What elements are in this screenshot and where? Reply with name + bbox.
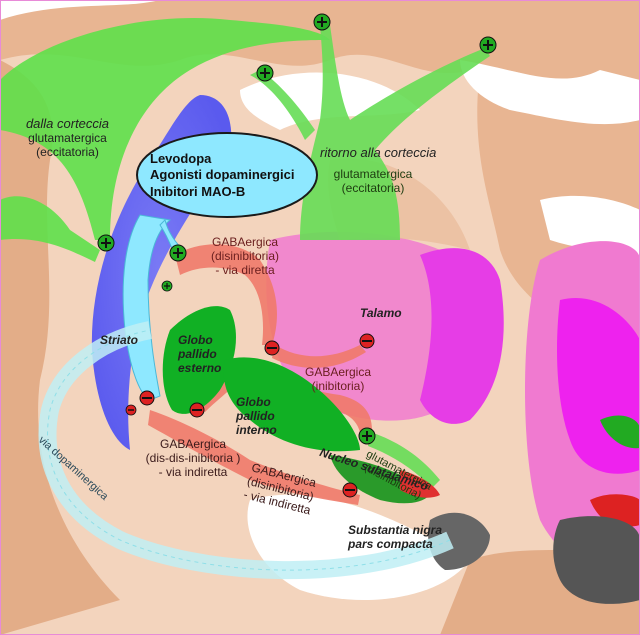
drug-mao-b: Inibitori MAO-B xyxy=(150,183,246,199)
drug-arrow-shaft xyxy=(122,214,172,401)
globus-external-line2: pallido xyxy=(178,346,217,361)
gaba-direct-line3: - via diretta xyxy=(215,262,275,277)
from-cortex-effect: (eccitatoria) xyxy=(36,144,99,159)
drug-callout-text: Levodopa Agonisti dopaminergici Inibitor… xyxy=(150,151,294,200)
thalamus-region xyxy=(266,231,478,421)
right-dark-shape xyxy=(553,516,640,604)
drug-agonists: Agonisti dopaminergici xyxy=(150,167,295,183)
cortex-input-lower-band xyxy=(0,196,100,262)
from-cortex-type: glutamatergica xyxy=(28,130,107,145)
gaba-inhibitory-label: GABAergica (inibitoria) xyxy=(288,365,388,394)
gaba-direct-pathway xyxy=(175,244,277,345)
minus-circle-icon xyxy=(264,340,280,356)
gaba-inhibitory-line1: GABAergica xyxy=(304,365,372,379)
return-cortex-label: ritorno alla corteccia xyxy=(320,145,437,160)
striatum-label: Striato xyxy=(100,333,139,347)
plus-circle-icon xyxy=(479,36,497,54)
minus-circle-icon xyxy=(189,402,205,418)
gaba-dis-dis-line2: (dis-dis-inibitoria ) xyxy=(145,450,241,465)
globus-internal-line2: pallido xyxy=(236,408,275,423)
right-green-spot xyxy=(600,415,640,449)
gaba-to-thalamus xyxy=(272,345,366,368)
drug-callout-bubble xyxy=(136,132,318,218)
from-cortex-text: dalla corteccia xyxy=(25,116,110,131)
gaba-inhibitory-line2: (inibitoria) xyxy=(311,378,365,393)
substantia-nigra-shape xyxy=(428,512,490,570)
substantia-nigra-label: Substantia nigra pars compacta xyxy=(348,523,443,552)
thalamus-magenta-inner xyxy=(420,248,504,424)
gaba-dis-dis-label: GABAergica (dis-dis-inibitoria ) - via i… xyxy=(128,437,258,479)
glutamatergic-path xyxy=(368,432,440,488)
plus-circle-icon xyxy=(161,280,173,292)
plus-circle-icon xyxy=(256,64,274,82)
plus-circle-icon xyxy=(358,427,376,445)
globus-external-line3: esterno xyxy=(178,360,222,375)
gaba-direct-line2: (disinibitoria) xyxy=(210,248,280,263)
globus-internal-line3: interno xyxy=(236,422,277,437)
thalamus-label: Talamo xyxy=(360,306,402,320)
globus-internal-label: Globo pallido interno xyxy=(236,395,277,437)
minus-circle-icon xyxy=(125,404,137,416)
ventricle-corner xyxy=(0,0,160,20)
dopaminergic-path-edge xyxy=(47,329,451,571)
globus-pallidus-external xyxy=(162,306,236,414)
plus-circle-icon xyxy=(97,234,115,252)
minus-circle-icon xyxy=(342,482,358,498)
plus-circle-icon xyxy=(313,13,331,31)
return-cortex-effect: (eccitatoria) xyxy=(341,180,405,195)
globus-external-line1: Globo xyxy=(178,333,213,347)
ventricle-right xyxy=(460,60,640,125)
gaba-direct-line1: GABAergica xyxy=(211,235,279,249)
globus-internal-line1: Globo xyxy=(236,395,271,409)
drug-levodopa: Levodopa xyxy=(150,151,212,166)
cortex-input-green-band xyxy=(0,18,330,241)
substantia-nigra-line1: Substantia nigra xyxy=(348,523,443,537)
gaba-indirect-pathway xyxy=(148,410,360,505)
return-cortex-type: glutamatergica xyxy=(333,167,413,181)
substantia-nigra-line2: pars compacta xyxy=(348,536,433,551)
nucleus-red-accent xyxy=(400,470,440,498)
minus-circle-icon xyxy=(359,333,375,349)
gaba-direct-label: GABAergica (disinibitoria) - via diretta xyxy=(190,235,300,277)
return-to-cortex-green xyxy=(300,25,490,240)
globus-pallidus-internal xyxy=(223,357,360,452)
globus-external-label: Globo pallido esterno xyxy=(178,333,222,375)
return-branch-left xyxy=(250,70,315,140)
plus-circle-icon xyxy=(169,244,187,262)
return-cortex-type-block: glutamatergica (eccitatoria) xyxy=(318,167,428,196)
gaba-dis-dis-line1: GABAergica xyxy=(159,437,227,451)
gaba-dis-dis-line3: - via indiretta xyxy=(158,464,228,479)
right-red-spot xyxy=(590,494,640,527)
minus-circle-icon xyxy=(139,390,155,406)
cortex-input-label: dalla corteccia glutamatergica (eccitato… xyxy=(0,116,135,160)
